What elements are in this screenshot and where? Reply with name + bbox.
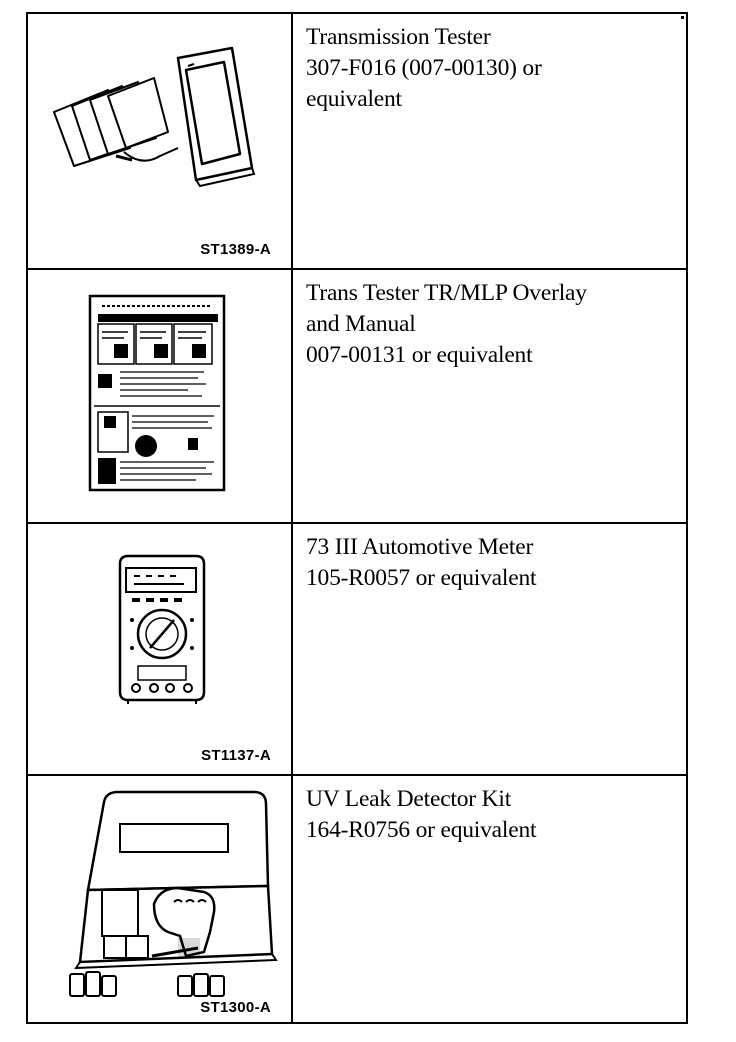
transmission-tester-illustration xyxy=(53,46,256,188)
uv-leak-detector-kit-illustration xyxy=(69,790,278,997)
overlay-manual-illustration xyxy=(88,294,226,492)
multimeter-illustration xyxy=(118,554,206,704)
tool-name: Trans Tester TR/MLP Overlay xyxy=(306,280,587,306)
tool-name: Transmission Tester xyxy=(306,24,491,50)
tool-part-number: 007-00131 or equivalent xyxy=(306,342,533,368)
tool-row-transmission-tester: ST1389-A Transmission Tester 307-F016 (0… xyxy=(28,14,686,268)
tool-name: UV Leak Detector Kit xyxy=(306,786,512,812)
tool-description: Trans Tester TR/MLP Overlay and Manual 0… xyxy=(295,270,686,522)
tool-image-cell: ST1137-A xyxy=(28,524,293,774)
tool-description: UV Leak Detector Kit 164-R0756 or equiva… xyxy=(295,776,686,1022)
tool-part-number-note: equivalent xyxy=(306,86,402,112)
tool-image-cell xyxy=(28,270,293,522)
figure-code: ST1137-A xyxy=(201,747,271,764)
figure-code: ST1389-A xyxy=(200,241,271,258)
tool-part-number: 164-R0756 or equivalent xyxy=(306,817,537,843)
tool-name-continued: and Manual xyxy=(306,311,416,337)
special-tools-table: ST1389-A Transmission Tester 307-F016 (0… xyxy=(26,12,688,1024)
tool-name: 73 III Automotive Meter xyxy=(306,534,534,560)
tool-row-automotive-meter: ST1137-A 73 III Automotive Meter 105-R00… xyxy=(28,522,686,774)
tool-image-cell: ST1300-A xyxy=(28,776,293,1022)
tool-row-tr-mlp-overlay: Trans Tester TR/MLP Overlay and Manual 0… xyxy=(28,268,686,522)
tool-part-number: 105-R0057 or equivalent xyxy=(306,565,537,591)
tool-part-number: 307-F016 (007-00130) or xyxy=(306,55,542,81)
tool-row-uv-leak-detector: ST1300-A UV Leak Detector Kit 164-R0756 … xyxy=(28,774,686,1022)
scan-speck xyxy=(681,16,684,19)
tool-image-cell: ST1389-A xyxy=(28,14,293,268)
tool-description: 73 III Automotive Meter 105-R0057 or equ… xyxy=(295,524,686,774)
figure-code: ST1300-A xyxy=(200,999,271,1016)
tool-description: Transmission Tester 307-F016 (007-00130)… xyxy=(295,14,686,268)
